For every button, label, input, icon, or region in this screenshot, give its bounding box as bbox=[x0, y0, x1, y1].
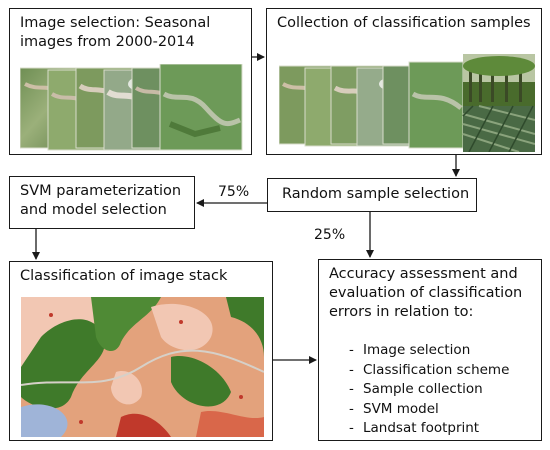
forest-photo bbox=[463, 54, 535, 106]
collection-samples-box: Collection of classification samples bbox=[266, 8, 542, 155]
image-selection-box: Image selection: Seasonal images from 20… bbox=[9, 8, 252, 155]
dash-bullet-icon: - bbox=[349, 361, 354, 378]
dash-bullet-icon: - bbox=[349, 342, 354, 358]
list-item: -Image selection bbox=[349, 341, 509, 361]
list-item: -Landsat footprint bbox=[349, 419, 509, 439]
accuracy-assessment-title: Accuracy assessment and evaluation of cl… bbox=[329, 266, 523, 320]
train-percentage-label: 75% bbox=[218, 184, 250, 200]
error-factor-list: -Image selection -Classification scheme … bbox=[349, 341, 509, 439]
dash-bullet-icon: - bbox=[349, 400, 354, 417]
list-item: -SVM model bbox=[349, 400, 509, 420]
list-item: -Classification scheme bbox=[349, 361, 509, 381]
plantation-photo bbox=[462, 105, 536, 153]
seasonal-images-graphic bbox=[19, 63, 243, 151]
random-sample-title: Random sample selection bbox=[282, 186, 470, 202]
classified-map bbox=[21, 297, 264, 437]
dash-bullet-icon: - bbox=[349, 420, 354, 437]
collection-samples-title: Collection of classification samples bbox=[277, 15, 531, 31]
classification-title: Classification of image stack bbox=[20, 268, 228, 284]
svm-parameterization-box: SVM parameterization and model selection bbox=[9, 176, 195, 229]
dash-bullet-icon: - bbox=[349, 381, 354, 398]
test-percentage-label: 25% bbox=[314, 227, 346, 243]
accuracy-assessment-box: Accuracy assessment and evaluation of cl… bbox=[318, 259, 542, 441]
classified-map-graphic bbox=[21, 297, 264, 437]
classification-box: Classification of image stack bbox=[9, 261, 273, 441]
seasonal-image-stack bbox=[19, 63, 246, 152]
sample-images-graphic bbox=[278, 54, 536, 153]
image-thumb-6 bbox=[159, 63, 243, 151]
random-sample-box: Random sample selection bbox=[267, 178, 477, 212]
list-item: -Sample collection bbox=[349, 380, 509, 400]
image-selection-title: Image selection: Seasonal images from 20… bbox=[20, 15, 211, 50]
svm-parameterization-title: SVM parameterization and model selection bbox=[20, 183, 182, 218]
sample-image-stack bbox=[278, 54, 536, 153]
